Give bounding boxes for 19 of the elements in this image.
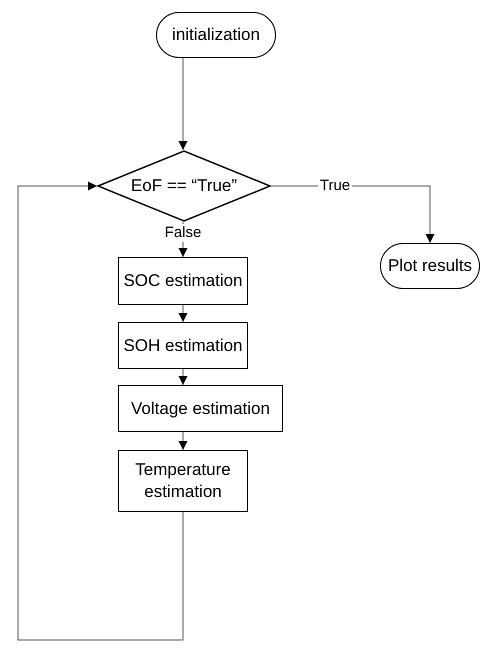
arrow [178,368,188,386]
arrow [178,432,188,450]
step-label: Temperature estimation [134,459,232,503]
terminal-pill [380,243,480,289]
process-box [118,257,248,305]
step-label: SOH estimation [123,334,243,356]
process-box [118,322,248,369]
terminal-pill [156,12,276,58]
step-label: initialization [172,24,260,46]
condition-label: EoF == “True” [130,175,238,197]
arrow [18,182,184,640]
arrow [178,58,188,150]
arrow [178,304,188,322]
step-label: Plot results [388,255,472,277]
process-box [118,450,248,512]
step-label: SOC estimation [123,270,243,292]
step-label: Voltage estimation [131,398,270,420]
process-box [118,385,283,432]
edge-label: False [162,224,204,242]
